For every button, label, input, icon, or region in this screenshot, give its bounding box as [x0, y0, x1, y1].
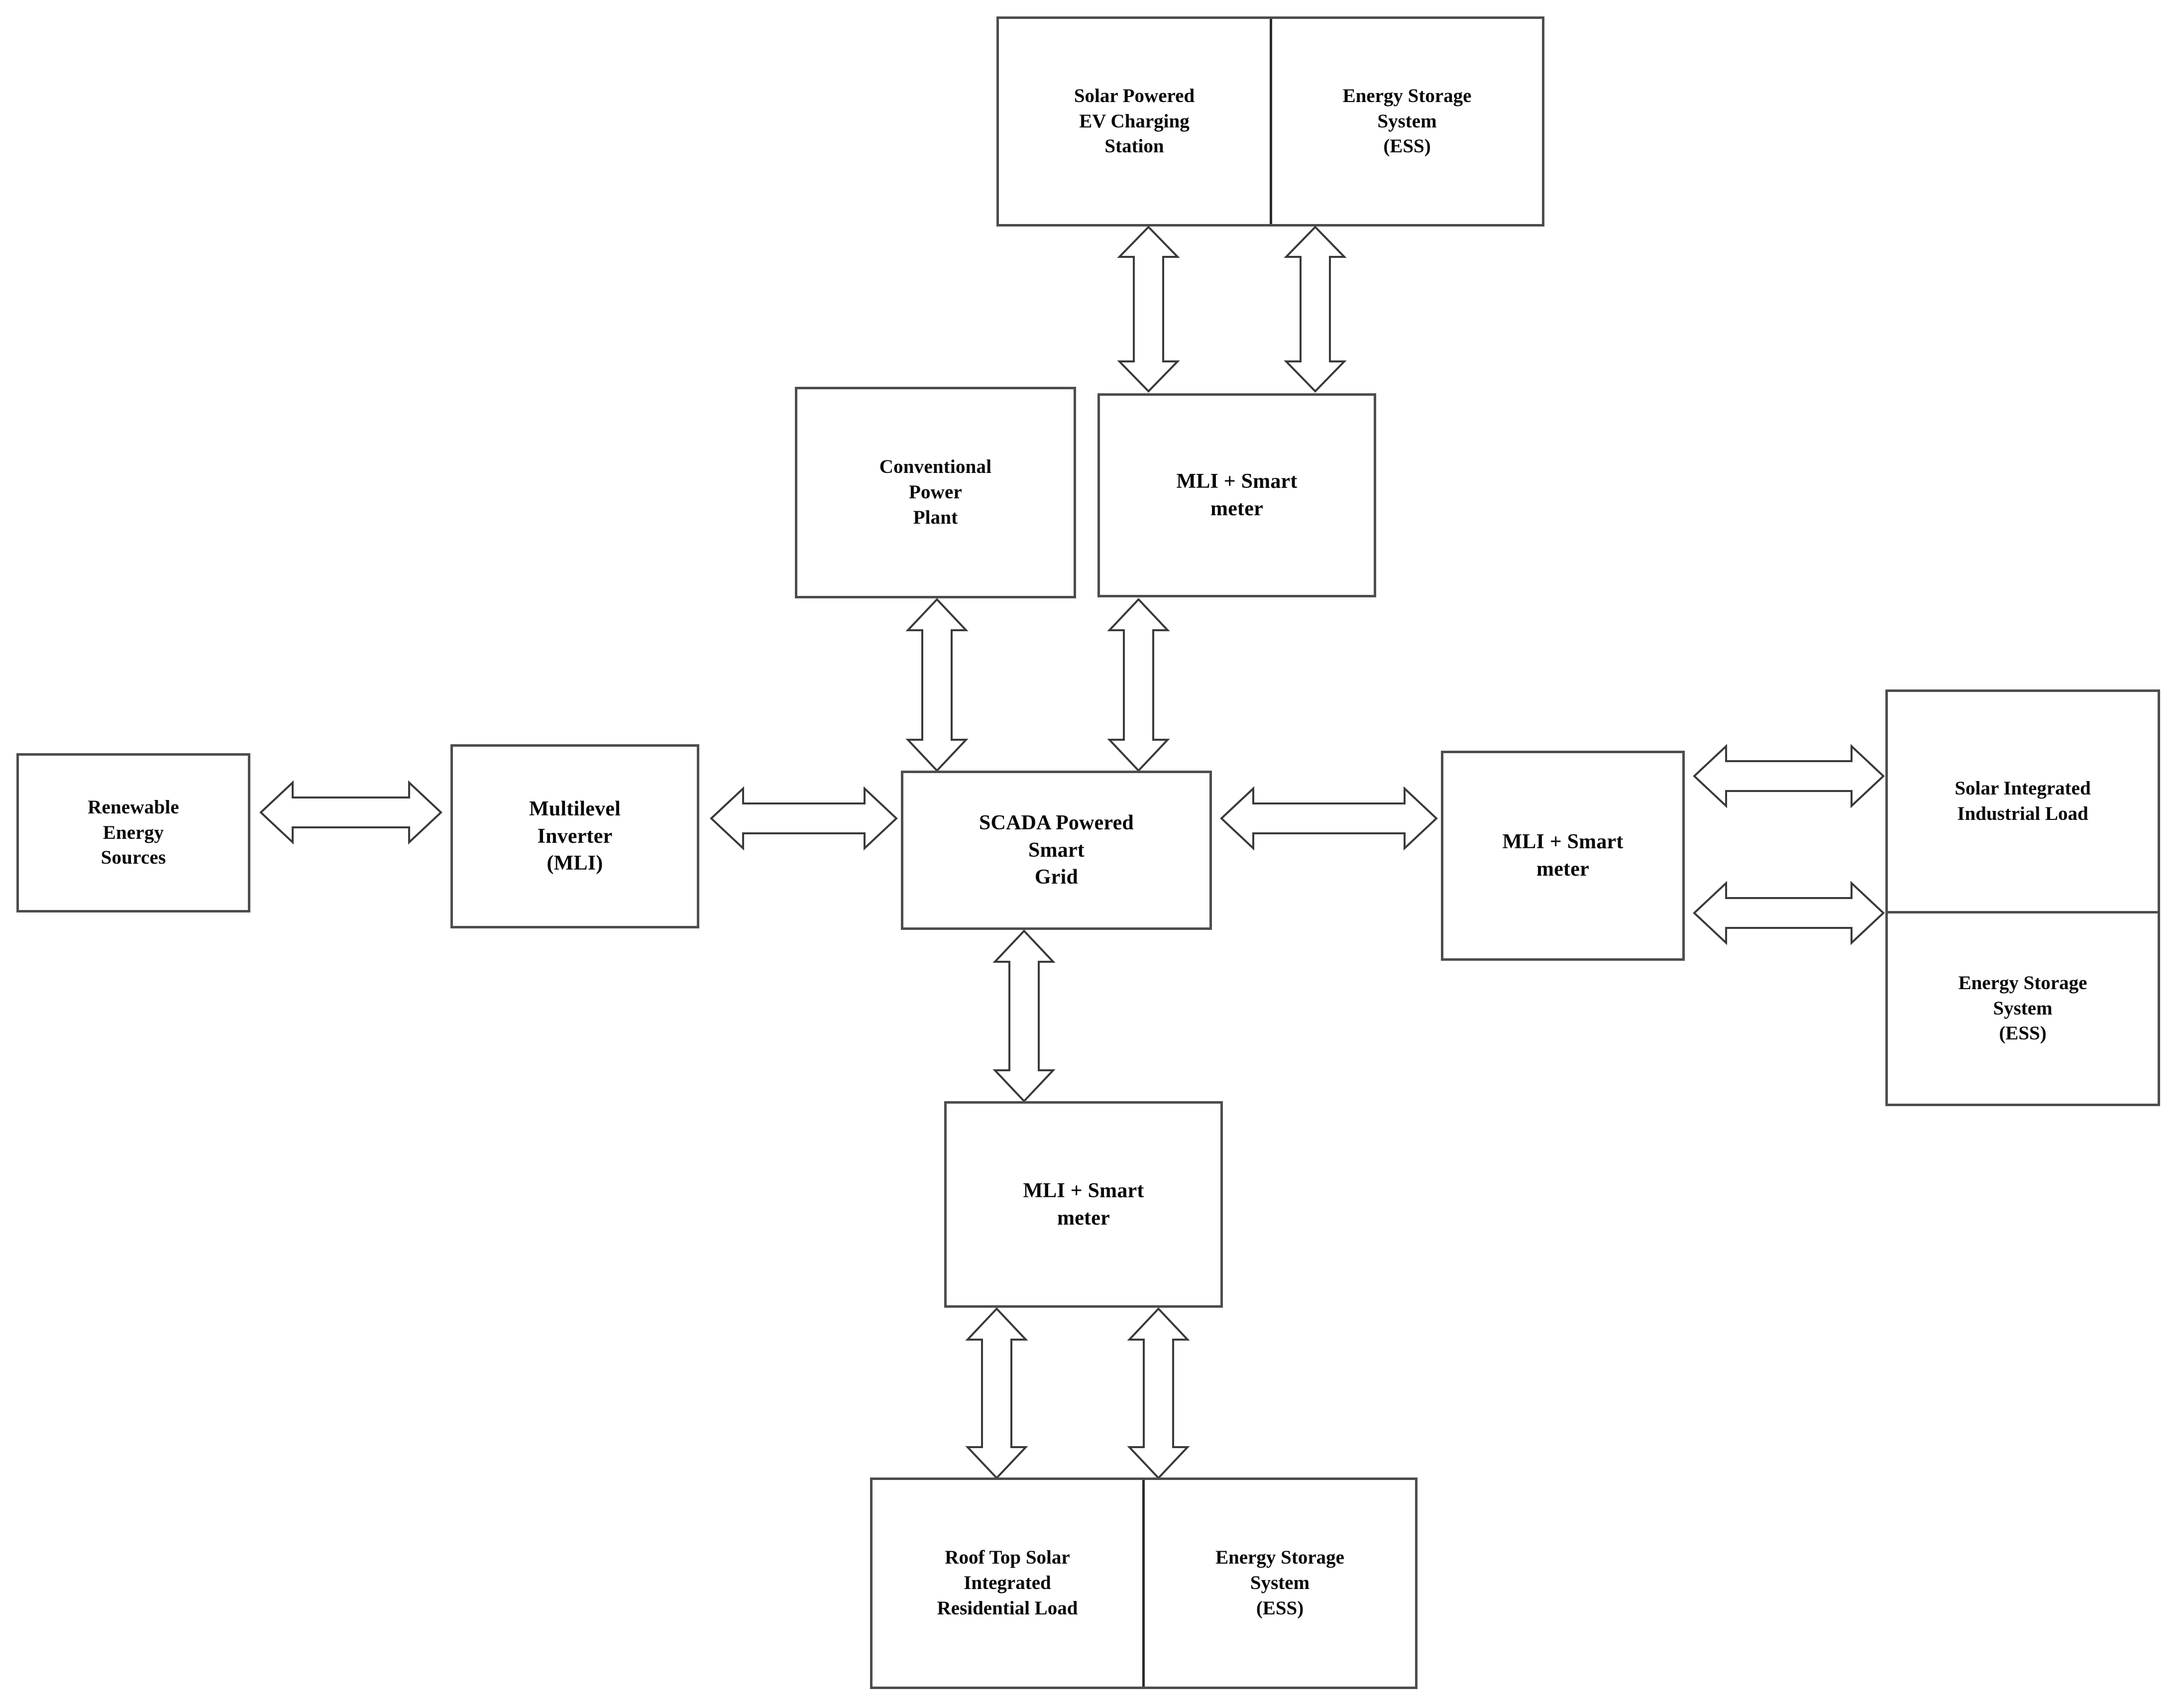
connector-ess-top-to-mli-top	[1284, 225, 1347, 393]
block-renewable-energy-sources[interactable]: Renewable Energy Sources	[16, 753, 250, 912]
connector-mli-right-to-industrial-load	[1692, 744, 1885, 808]
block-ess-top[interactable]: Energy Storage System (ESS)	[1270, 19, 1542, 224]
connector-ev-station-to-mli-top	[1117, 225, 1180, 393]
ev-charging-station-label: Solar Powered EV Charging Station	[1074, 85, 1195, 157]
block-conventional-power-plant[interactable]: Conventional Power Plant	[795, 387, 1076, 598]
connector-mli-top-to-scada	[1107, 597, 1170, 773]
block-ev-charging-station[interactable]: Solar Powered EV Charging Station	[999, 19, 1270, 224]
scada-smart-grid-label: SCADA Powered Smart Grid	[979, 811, 1134, 889]
connector-scada-to-mli-right	[1219, 786, 1438, 851]
mli-smart-meter-right-label: MLI + Smart meter	[1502, 830, 1624, 881]
connector-scada-to-mli-bottom	[992, 929, 1056, 1103]
multilevel-inverter-label: Multilevel Inverter (MLI)	[529, 797, 621, 875]
block-scada-smart-grid[interactable]: SCADA Powered Smart Grid	[901, 771, 1212, 930]
bottom-load-group: Roof Top Solar Integrated Residential Lo…	[870, 1477, 1418, 1689]
ess-right-label: Energy Storage System (ESS)	[1958, 972, 2087, 1044]
conventional-power-plant-label: Conventional Power Plant	[879, 456, 992, 528]
block-ess-bottom[interactable]: Energy Storage System (ESS)	[1142, 1480, 1415, 1687]
block-solar-industrial-load[interactable]: Solar Integrated Industrial Load	[1888, 692, 2158, 911]
right-load-group: Solar Integrated Industrial Load Energy …	[1885, 689, 2160, 1106]
solar-industrial-load-label: Solar Integrated Industrial Load	[1955, 778, 2091, 824]
connector-mli-bottom-to-residential-load	[965, 1307, 1028, 1480]
block-mli-smart-meter-bottom[interactable]: MLI + Smart meter	[944, 1101, 1223, 1308]
connector-mli-bottom-to-ess-bottom	[1127, 1307, 1190, 1480]
block-mli-smart-meter-top[interactable]: MLI + Smart meter	[1097, 393, 1376, 597]
block-ess-right[interactable]: Energy Storage System (ESS)	[1888, 911, 2158, 1104]
block-mli-smart-meter-right[interactable]: MLI + Smart meter	[1441, 751, 1685, 961]
block-multilevel-inverter[interactable]: Multilevel Inverter (MLI)	[450, 744, 699, 928]
connector-mli-right-to-ess-right	[1692, 881, 1885, 945]
ess-top-label: Energy Storage System (ESS)	[1342, 85, 1472, 157]
mli-smart-meter-bottom-label: MLI + Smart meter	[1023, 1179, 1144, 1230]
top-load-group: Solar Powered EV Charging Station Energy…	[996, 16, 1544, 227]
connector-power-plant-to-scada	[905, 597, 969, 773]
rooftop-residential-load-label: Roof Top Solar Integrated Residential Lo…	[937, 1547, 1078, 1619]
renewable-energy-sources-label: Renewable Energy Sources	[88, 796, 179, 869]
ess-bottom-label: Energy Storage System (ESS)	[1215, 1547, 1344, 1619]
connector-renewable-to-inverter	[259, 780, 443, 845]
connector-inverter-to-scada	[709, 786, 898, 851]
mli-smart-meter-top-label: MLI + Smart meter	[1176, 470, 1298, 520]
block-rooftop-residential-load[interactable]: Roof Top Solar Integrated Residential Lo…	[873, 1480, 1142, 1687]
